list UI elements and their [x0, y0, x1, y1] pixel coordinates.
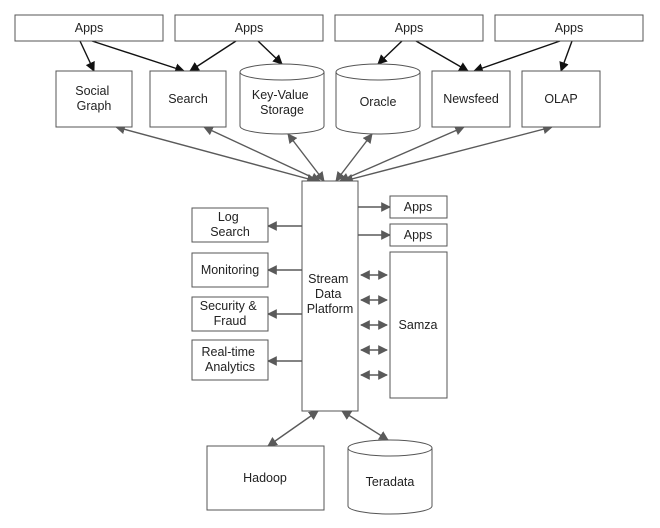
apps-right-1-node: Apps [389, 195, 448, 219]
security-fraud-node: Security & Fraud [191, 296, 269, 332]
stream-data-platform-label: Stream Data Platform [307, 272, 354, 316]
apps-top-2-label: Apps [235, 21, 264, 35]
teradata-node: Teradata [347, 439, 433, 515]
edge-apps-top-4-to-newsfeed [473, 40, 561, 73]
apps-top-4-label: Apps [555, 21, 584, 35]
realtime-analytics-label: Real-time Analytics [202, 345, 259, 374]
apps-top-3-node: Apps [334, 14, 484, 42]
apps-top-1-label: Apps [75, 21, 104, 35]
key-value-storage-label: Key-Value Storage [252, 88, 312, 117]
edge-apps-top-2-to-search [189, 40, 237, 72]
realtime-analytics-node: Real-time Analytics [191, 339, 269, 381]
edge-apps-top-3-to-newsfeed [415, 40, 469, 72]
hadoop-label: Hadoop [243, 471, 287, 485]
edge-apps-top-1-to-social-graph [79, 40, 95, 72]
apps-top-2-node: Apps [174, 14, 324, 42]
samza-label: Samza [399, 318, 438, 332]
edge-stream-data-platform-to-teradata [341, 410, 389, 441]
apps-right-2-node: Apps [389, 223, 448, 247]
social-graph-label: Social Graph [75, 84, 113, 113]
monitoring-node: Monitoring [191, 252, 269, 288]
apps-right-2-label: Apps [404, 228, 433, 242]
log-search-label: Log Search [210, 210, 250, 239]
apps-right-1-label: Apps [404, 200, 433, 214]
monitoring-label: Monitoring [201, 263, 259, 277]
edge-stream-data-platform-to-hadoop [267, 410, 319, 447]
edge-apps-top-4-to-olap [559, 40, 573, 72]
search-label: Search [168, 92, 208, 106]
oracle-label: Oracle [360, 95, 397, 109]
newsfeed-label: Newsfeed [443, 92, 499, 106]
edge-oracle-to-stream-data-platform [335, 133, 373, 182]
olap-node: OLAP [521, 70, 601, 128]
key-value-storage-node: Key-Value Storage [239, 63, 325, 135]
apps-top-1-node: Apps [14, 14, 164, 42]
edge-apps-top-2-to-key-value-storage [257, 40, 283, 65]
log-search-node: Log Search [191, 207, 269, 243]
edge-social-graph-to-stream-data-platform [115, 124, 317, 184]
social-graph-node: Social Graph [55, 70, 133, 128]
edge-apps-top-3-to-oracle [377, 40, 403, 65]
security-fraud-label: Security & Fraud [200, 299, 260, 328]
newsfeed-node: Newsfeed [431, 70, 511, 128]
teradata-label: Teradata [366, 475, 415, 489]
edge-key-value-storage-to-stream-data-platform [287, 133, 325, 182]
edge-olap-to-stream-data-platform [343, 124, 553, 184]
oracle-node: Oracle [335, 63, 421, 135]
olap-label: OLAP [544, 92, 577, 106]
apps-top-3-label: Apps [395, 21, 424, 35]
apps-top-4-node: Apps [494, 14, 644, 42]
edges-layer [79, 40, 573, 447]
search-node: Search [149, 70, 227, 128]
samza-node: Samza [389, 251, 448, 399]
edge-apps-top-1-to-search [91, 40, 185, 73]
hadoop-node: Hadoop [206, 445, 325, 511]
stream-data-platform-node: Stream Data Platform [301, 180, 359, 412]
